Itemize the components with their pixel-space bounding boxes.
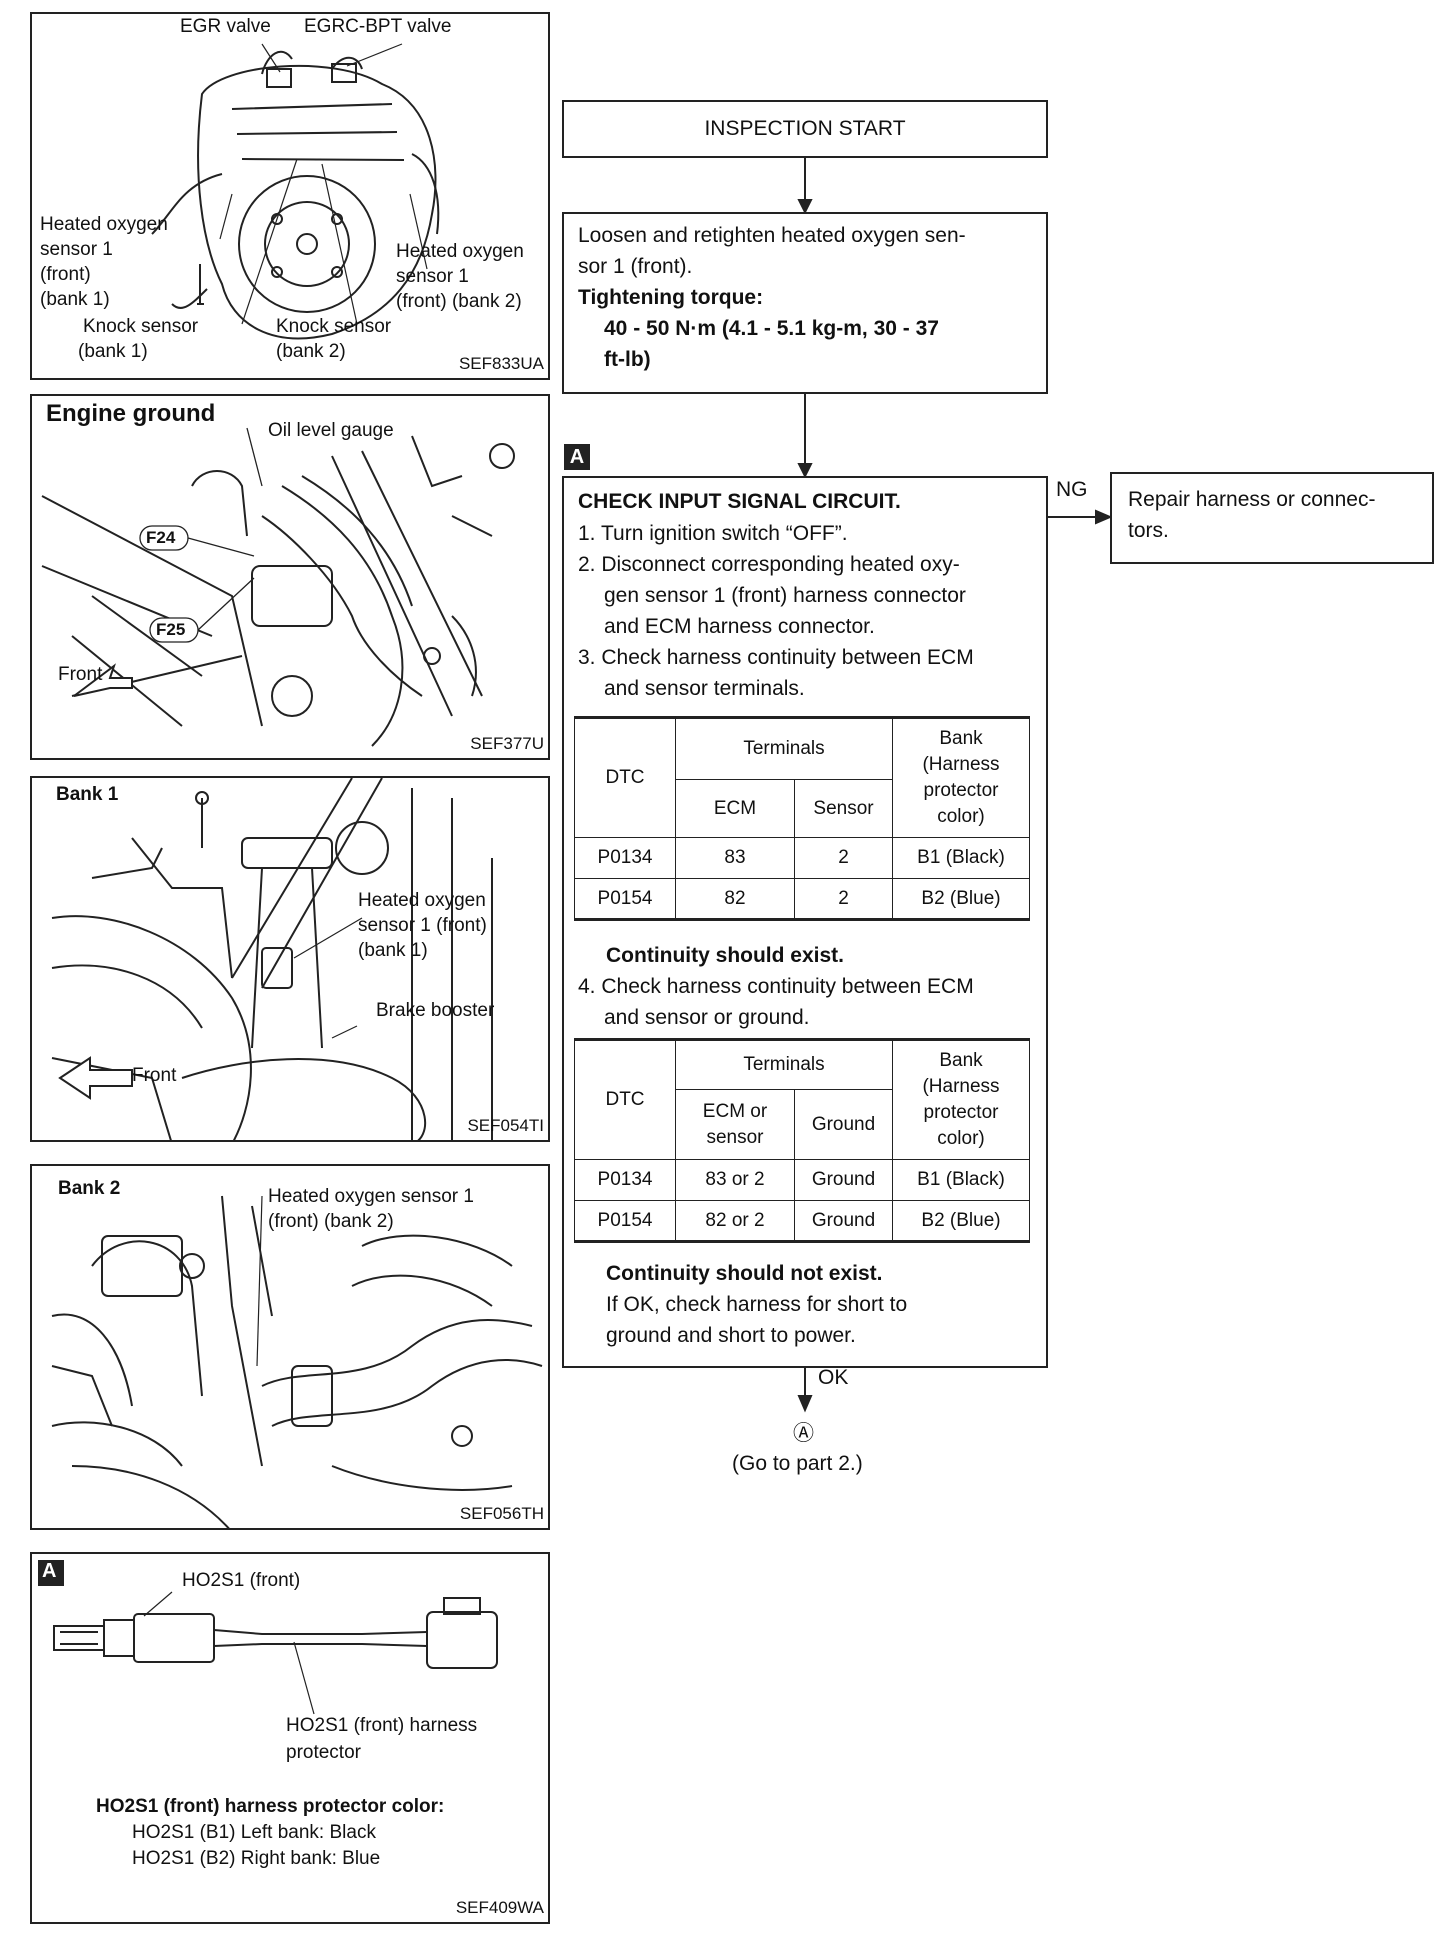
if-ok-note: If OK, check harness for short to ground…	[606, 1293, 908, 1347]
continuity-table-2: DTC Terminals Bank (Harness protector co…	[574, 1038, 1030, 1243]
harness-color-b2: HO2S1 (B2) Right bank: Blue	[132, 1848, 381, 1869]
figure-code: SEF409WA	[455, 1898, 544, 1917]
th-ground: Ground	[794, 1089, 893, 1160]
figure-ho2s1-harness: A HO2S1 (front) HO2S1 (front) harness pr…	[30, 1552, 550, 1924]
step-item-3: 3. Check harness continuity between ECM …	[578, 646, 974, 700]
harness-color-b1: HO2S1 (B1) Left bank: Black	[132, 1822, 376, 1843]
label-f24: F24	[146, 528, 176, 547]
th-bank: Bank (Harness protector color)	[892, 1039, 1030, 1160]
label-brake-booster: Brake booster	[376, 1000, 495, 1021]
th-terminals: Terminals	[675, 1039, 893, 1090]
label-egr-valve: EGR valve	[180, 16, 271, 37]
label-egrc-bpt-valve: EGRC-BPT valve	[304, 16, 452, 37]
figure-bank1: Bank 1 Heated oxygen sensor 1 (front) (b…	[30, 776, 550, 1142]
th-sensor: Sensor	[794, 779, 893, 838]
step-item-2: 2. Disconnect corresponding heated oxy- …	[578, 553, 966, 638]
label-front: Front	[58, 664, 103, 685]
figure-code: SEF833UA	[458, 354, 544, 373]
table-row: P0154 82 2 B2 (Blue)	[574, 878, 1030, 920]
ok-label: OK	[818, 1366, 849, 1389]
engine-illustration	[151, 43, 440, 340]
table-row: P0134 83 2 B1 (Black)	[574, 837, 1030, 879]
continuity-exist-note: Continuity should exist.	[606, 944, 845, 967]
label-ho2s1-bank2: Heated oxygen sensor 1 (front) (bank 2)	[396, 241, 524, 312]
continuity-table-1: DTC Terminals Bank (Harness protector co…	[574, 716, 1030, 921]
harness-color-title: HO2S1 (front) harness protector color:	[96, 1796, 445, 1817]
repair-line1: Repair harness or connec-	[1128, 488, 1376, 511]
figure-title: Bank 2	[58, 1178, 121, 1199]
th-dtc: DTC	[574, 1039, 676, 1160]
label-knock-bank1: Knock sensor (bank 1)	[78, 316, 199, 362]
step-item-4: 4. Check harness continuity between ECM …	[578, 975, 974, 1029]
step-marker-a: A	[564, 444, 590, 470]
label-f25: F25	[156, 620, 186, 639]
figure-title: Bank 1	[56, 784, 119, 805]
label-ho2s1-bank1: Heated oxygen sensor 1 (front) (bank 1)	[358, 890, 487, 961]
figure-engine-top: EGR valve EGRC-BPT valve Heated oxygen s…	[30, 12, 550, 380]
label-ho2s1-harness-protector: HO2S1 (front) harness protector	[286, 1715, 478, 1763]
ho2s1-illustration	[38, 1560, 498, 1715]
next-marker: Ⓐ	[793, 1422, 814, 1445]
step-retighten-line1: Loosen and retighten heated oxygen sen-	[578, 224, 966, 247]
th-bank: Bank (Harness protector color)	[892, 717, 1030, 838]
step-check-title: CHECK INPUT SIGNAL CIRCUIT.	[578, 490, 901, 513]
table-row: P0154 82 or 2 Ground B2 (Blue)	[574, 1200, 1030, 1242]
figure-code: SEF056TH	[459, 1504, 544, 1523]
marker-a: A	[42, 1560, 57, 1582]
bank1-illustration	[51, 778, 493, 1140]
inspection-start-box: INSPECTION START	[562, 100, 1048, 158]
label-ho2s1-bank2: Heated oxygen sensor 1 (front) (bank 2)	[268, 1186, 474, 1232]
repair-harness-box: Repair harness or connec- tors.	[1110, 472, 1434, 564]
figure-engine-ground: Engine ground Oil level gauge F24 F25 Fr…	[30, 394, 550, 760]
step-retighten-box: Loosen and retighten heated oxygen sen- …	[562, 212, 1048, 394]
engine-ground-illustration	[41, 427, 515, 747]
figure-code: SEF377U	[470, 734, 544, 753]
figure-title: Engine ground	[46, 400, 216, 427]
label-front: Front	[132, 1065, 177, 1086]
go-to-part-2: (Go to part 2.)	[732, 1452, 863, 1475]
step-check-input-box: CHECK INPUT SIGNAL CIRCUIT. 1. Turn igni…	[562, 476, 1048, 1368]
torque-value-line2: ft-lb)	[604, 348, 651, 371]
label-oil-level-gauge: Oil level gauge	[268, 420, 394, 441]
inspection-start-label: INSPECTION START	[704, 117, 906, 140]
torque-value-line1: 40 - 50 N·m (4.1 - 5.1 kg-m, 30 - 37	[604, 317, 939, 340]
label-ho2s1-bank1: Heated oxygen sensor 1 (front) (bank 1)	[40, 214, 168, 310]
figure-bank2: Bank 2 Heated oxygen sensor 1 (front) (b…	[30, 1164, 550, 1530]
torque-label: Tightening torque:	[578, 286, 764, 309]
ng-label: NG	[1056, 478, 1088, 501]
bank2-illustration	[51, 1195, 543, 1528]
th-dtc: DTC	[574, 717, 676, 838]
step-retighten-line2: sor 1 (front).	[578, 255, 693, 278]
th-ecm: ECM	[675, 779, 795, 838]
repair-line2: tors.	[1128, 519, 1169, 542]
step-item-1: 1. Turn ignition switch “OFF”.	[578, 522, 848, 545]
continuity-not-exist-note: Continuity should not exist.	[606, 1262, 883, 1285]
label-knock-bank2: Knock sensor (bank 2)	[276, 316, 392, 362]
table-row: P0134 83 or 2 Ground B1 (Black)	[574, 1159, 1030, 1201]
th-ecm-or-sensor: ECM or sensor	[675, 1089, 795, 1160]
figure-code: SEF054TI	[467, 1116, 544, 1135]
label-ho2s1-front: HO2S1 (front)	[182, 1570, 301, 1591]
th-terminals: Terminals	[675, 717, 893, 780]
